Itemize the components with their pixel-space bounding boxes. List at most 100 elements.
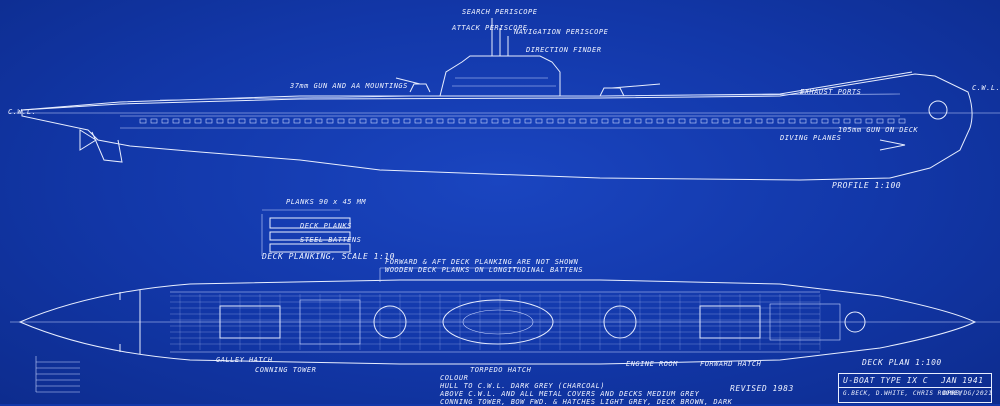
label-cwl-bow: C.W.L. xyxy=(972,84,1000,92)
colour-notes: COLOUR HULL TO C.W.L. DARK GREY (CHARCOA… xyxy=(440,374,732,406)
planking-strip-1 xyxy=(269,217,351,229)
profile-vent-slot xyxy=(315,118,323,124)
profile-vent-slot xyxy=(491,118,499,124)
profile-vent-slot xyxy=(546,118,554,124)
label-deck-gun: 105mm GUN ON DECK xyxy=(838,126,919,134)
label-plan-note-1: FORWARD & AFT DECK PLANKING ARE NOT SHOW… xyxy=(385,258,579,266)
profile-vent-slot xyxy=(645,118,653,124)
label-plan-note-2: WOODEN DECK PLANKS ON LONGITUDINAL BATTE… xyxy=(385,266,584,274)
plan-bow-capstan xyxy=(844,311,866,333)
profile-vent-slot xyxy=(568,118,576,124)
plan-casing xyxy=(170,291,820,353)
forward-deck-gun xyxy=(599,83,661,97)
label-plan-torpedo-hatch: TORPEDO HATCH xyxy=(470,366,532,374)
profile-vent-slot xyxy=(304,118,312,124)
profile-view xyxy=(10,18,1000,181)
profile-vent-slot xyxy=(502,118,510,124)
plan-torpedo-area xyxy=(769,303,841,341)
label-plan-fwd-hatch: FORWARD HATCH xyxy=(700,360,762,368)
profile-vent-slot xyxy=(579,118,587,124)
label-exhaust: EXHAUST PORTS xyxy=(800,88,862,96)
profile-vent-slot xyxy=(865,118,873,124)
plan-tower-bridge xyxy=(462,309,534,335)
colour-note-0: COLOUR xyxy=(440,374,469,382)
profile-vent-slot xyxy=(557,118,565,124)
profile-vent-slot xyxy=(337,118,345,124)
profile-vent-slot xyxy=(414,118,422,124)
bow-plane xyxy=(879,139,906,151)
label-nav-periscope: NAVIGATION PERISCOPE xyxy=(514,28,609,36)
profile-vent-slot xyxy=(733,118,741,124)
profile-vent-slot xyxy=(744,118,752,124)
scale-bar xyxy=(35,356,80,393)
profile-vent-slot xyxy=(711,118,719,124)
planking-view-title: DECK PLANKING, SCALE 1:10 xyxy=(262,252,395,261)
profile-vent-slot xyxy=(601,118,609,124)
profile-portholes xyxy=(139,118,906,124)
profile-vent-slot xyxy=(403,118,411,124)
profile-vent-slot xyxy=(832,118,840,124)
profile-vent-slot xyxy=(667,118,675,124)
profile-vent-slot xyxy=(722,118,730,124)
profile-vent-slot xyxy=(810,118,818,124)
profile-vent-slot xyxy=(887,118,895,124)
profile-vent-slot xyxy=(898,118,906,124)
profile-vent-slot xyxy=(227,118,235,124)
profile-vent-slot xyxy=(469,118,477,124)
profile-vent-slot xyxy=(843,118,851,124)
profile-vent-slot xyxy=(535,118,543,124)
profile-vent-slot xyxy=(480,118,488,124)
profile-vent-slot xyxy=(799,118,807,124)
profile-vent-slot xyxy=(293,118,301,124)
label-planks: PLANKS 90 x 45 MM xyxy=(286,198,367,206)
planking-detail xyxy=(261,209,351,256)
tower-details xyxy=(452,77,556,87)
profile-hull xyxy=(21,73,973,181)
label-deck-planks: DECK PLANKS xyxy=(300,222,352,230)
profile-vent-slot xyxy=(854,118,862,124)
profile-vent-slot xyxy=(260,118,268,124)
profile-vent-slot xyxy=(590,118,598,124)
colour-note-3: CONNING TOWER, BOW FWD. & HATCHES LIGHT … xyxy=(440,398,733,406)
profile-vent-slot xyxy=(634,118,642,124)
profile-vent-slot xyxy=(194,118,202,124)
profile-vent-slot xyxy=(656,118,664,124)
profile-vent-slot xyxy=(161,118,169,124)
plan-hull xyxy=(18,279,977,365)
title-code: DPRB/DG/2021 xyxy=(943,390,993,397)
label-search-periscope: SEARCH PERISCOPE xyxy=(462,8,538,16)
profile-vent-slot xyxy=(766,118,774,124)
profile-view-title: PROFILE 1:100 xyxy=(832,181,902,190)
deck-plan-view xyxy=(10,267,1000,393)
planking-strip-2 xyxy=(269,231,351,241)
label-aa-mountings: 37mm GUN AND AA MOUNTINGS xyxy=(290,82,408,90)
profile-vent-slot xyxy=(458,118,466,124)
profile-vent-slot xyxy=(205,118,213,124)
profile-vent-slot xyxy=(524,118,532,124)
profile-vent-slot xyxy=(821,118,829,124)
profile-vent-slot xyxy=(876,118,884,124)
colour-note-1: HULL TO C.W.L. DARK GREY (CHARCOAL) xyxy=(440,382,606,390)
label-direction-finder: DIRECTION FINDER xyxy=(526,46,602,54)
plan-stern-bollards xyxy=(119,290,141,354)
profile-vent-slot xyxy=(513,118,521,124)
bow-emblem-icon xyxy=(928,100,948,120)
profile-vent-slot xyxy=(249,118,257,124)
label-battens: STEEL BATTENS xyxy=(300,236,362,244)
profile-vent-slot xyxy=(689,118,697,124)
profile-vent-slot xyxy=(678,118,686,124)
title-boat-type: U-BOAT TYPE IX C xyxy=(843,376,929,385)
profile-vent-slot xyxy=(172,118,180,124)
planking-strip-3 xyxy=(269,243,351,253)
title-block-separator xyxy=(839,387,991,388)
title-author: G.BECK, D.WHITE, CHRIS ROONEY xyxy=(843,390,963,397)
profile-vent-slot xyxy=(271,118,279,124)
plan-leader-top xyxy=(379,267,520,282)
profile-vent-slot xyxy=(348,118,356,124)
profile-vent-slot xyxy=(612,118,620,124)
profile-vent-slot xyxy=(700,118,708,124)
profile-vent-slot xyxy=(447,118,455,124)
conning-tower xyxy=(439,55,561,97)
label-cwl-stern: C.W.L. xyxy=(8,108,37,116)
